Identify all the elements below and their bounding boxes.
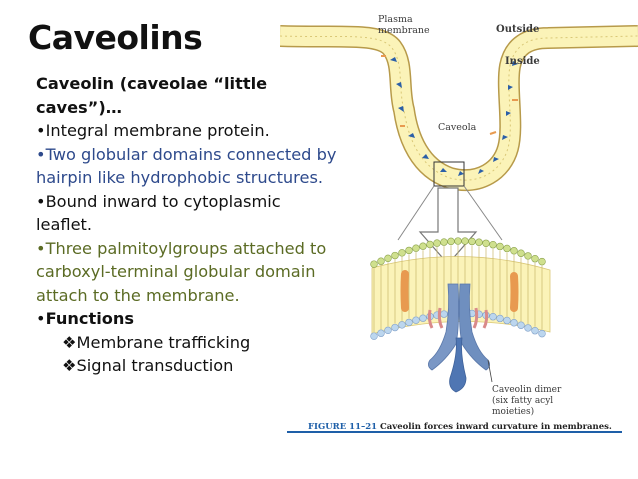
dimer-label-2: (six fatty acyl <box>492 395 553 406</box>
lipid-head-outer <box>384 254 392 263</box>
dimer-label-1: Caveolin dimer <box>492 385 562 395</box>
lipid-head-outer <box>370 260 378 268</box>
figure-caption-text: Caveolin forces inward curvature in memb… <box>380 422 612 432</box>
lipid-head-inner <box>503 316 511 325</box>
lipid-head-outer <box>496 242 504 251</box>
zoom-arrow-icon <box>418 187 478 265</box>
function-text: Signal transduction <box>76 356 234 375</box>
bullet-text: Bound inward to cytoplasmic leaflet. <box>36 191 281 235</box>
bullet-marker: • <box>36 309 46 328</box>
intro-heading: Caveolin (caveolae “little caves”)… <box>36 74 268 117</box>
membrane-label: membrane <box>378 25 430 36</box>
lipid-head-inner <box>510 319 518 327</box>
caveola-orange-marks <box>381 55 518 135</box>
lipid-head-outer <box>440 238 448 246</box>
lipid-head-inner <box>496 314 504 323</box>
lipid-head-outer <box>454 237 462 245</box>
lipid-head-outer <box>447 237 455 246</box>
dimer-label-3: moieties) <box>492 406 534 417</box>
lipid-head-outer <box>433 239 441 247</box>
slide-text: Caveolin (caveolae “little caves”)… •Int… <box>36 72 341 378</box>
bullet-text: Two globular domains connected by hairpi… <box>36 144 337 188</box>
lipid-head-inner <box>398 321 406 329</box>
lipid-head-inner <box>538 329 546 338</box>
diamond-bullet-icon: ❖ <box>62 332 77 352</box>
dimer-pointer <box>487 359 493 383</box>
caveolin-figure: Plasma membrane Outside Inside Caveola C… <box>280 8 638 448</box>
lipid-head-inner <box>517 321 525 329</box>
bullet-text: Integral membrane protein. <box>45 121 270 140</box>
lipid-head-outer <box>531 255 539 263</box>
lipid-head-outer <box>517 249 525 257</box>
caveola-label: Caveola <box>438 122 477 133</box>
lipid-head-outer <box>489 241 497 249</box>
bullet-marker: • <box>36 144 46 164</box>
lipid-head-inner <box>419 314 427 322</box>
function-item-trafficking: ❖Membrane trafficking <box>36 331 341 355</box>
caveolin-figure-svg: Plasma membrane Outside Inside Caveola C… <box>280 14 638 432</box>
diamond-bullet-icon: ❖ <box>62 356 77 375</box>
lipid-head-inner <box>391 323 399 332</box>
lipid-head-inner <box>531 327 539 335</box>
plasma-label: Plasma <box>378 14 413 25</box>
inside-label: Inside <box>505 56 540 67</box>
bullet-text: Three palmitoylgroups attached to carbox… <box>36 238 327 305</box>
lipid-head-inner <box>489 313 497 321</box>
lipid-head-outer <box>482 239 490 247</box>
lipid-head-outer <box>405 246 413 255</box>
bullet-functions: •Functions <box>36 307 341 331</box>
lipid-head-inner <box>377 329 385 337</box>
lipid-head-inner <box>370 332 378 340</box>
caption-rule <box>287 431 622 433</box>
lipid-head-outer <box>377 257 385 265</box>
zoom-lines <box>397 185 503 241</box>
bullet-marker: • <box>36 191 46 211</box>
lipid-head-inner <box>524 324 532 332</box>
lipid-head-outer <box>461 237 469 245</box>
lipid-head-outer <box>398 249 406 257</box>
bullet-bound: •Bound inward to cytoplasmic leaflet. <box>36 190 341 237</box>
lipid-head-outer <box>426 240 434 249</box>
function-text: Membrane trafficking <box>76 332 251 352</box>
bullet-integral: •Integral membrane protein. <box>36 119 341 143</box>
figure-caption-id: FIGURE 11–21 <box>308 422 377 432</box>
slide-title: Caveolins <box>28 18 203 57</box>
lipid-head-outer <box>468 237 476 246</box>
lipid-head-inner <box>384 326 392 335</box>
lipid-head-outer <box>524 252 532 260</box>
outside-label: Outside <box>496 24 539 35</box>
lipid-head-outer <box>538 257 546 266</box>
caveolin-markers <box>390 57 518 176</box>
bullet-marker: • <box>36 238 46 258</box>
lipid-head-outer <box>475 238 483 246</box>
bullet-globular: •Two globular domains connected by hairp… <box>36 143 341 190</box>
bullet-marker: • <box>36 121 46 140</box>
bullet-palmitoyl: •Three palmitoylgroups attached to carbo… <box>36 237 341 308</box>
lipid-head-outer <box>412 244 420 252</box>
zoom-box <box>433 161 465 187</box>
lipid-head-inner <box>405 318 413 327</box>
lipid-head-outer <box>510 247 518 255</box>
lipid-head-outer <box>419 242 427 250</box>
bilayer-detail <box>370 237 551 393</box>
function-item-signal: ❖Signal transduction <box>36 354 341 378</box>
caveola-membrane <box>280 25 638 192</box>
lipid-head-inner <box>440 310 448 318</box>
lipid-head-outer <box>391 251 399 260</box>
lipid-head-outer <box>503 244 511 253</box>
functions-label: Functions <box>45 309 135 328</box>
lipid-head-inner <box>412 316 420 324</box>
